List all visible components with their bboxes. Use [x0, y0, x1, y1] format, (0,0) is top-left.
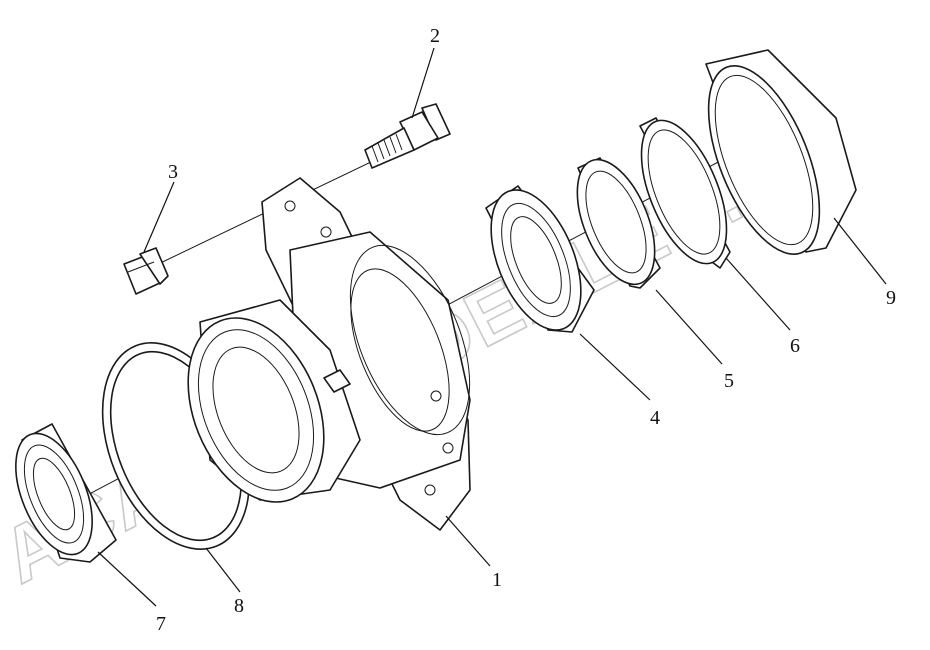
- leader-8: [205, 547, 241, 593]
- part-outer-seal: [15, 423, 117, 563]
- part-wheel-hub: [187, 177, 471, 531]
- part-nut: [123, 247, 169, 295]
- callout-8: 8: [234, 595, 244, 617]
- callout-9: 9: [886, 287, 896, 309]
- leader-2: [411, 47, 435, 119]
- leader-6: [725, 257, 791, 331]
- leader-7: [97, 551, 157, 607]
- leader-9: [833, 217, 887, 285]
- callout-1: 1: [492, 569, 502, 591]
- part-wheel-bolt: [364, 103, 451, 169]
- callout-6: 6: [790, 335, 800, 357]
- leader-3: [143, 181, 175, 253]
- callout-7: 7: [156, 613, 166, 635]
- part-inner-bearing: [485, 185, 595, 333]
- callout-3: 3: [168, 161, 178, 183]
- callout-2: 2: [430, 25, 440, 47]
- leader-5: [655, 289, 723, 365]
- leader-1: [445, 515, 491, 567]
- part-spacer-ring: [576, 157, 661, 289]
- callout-labels: 1 2 3 4 5 6 7 8 9: [156, 25, 896, 635]
- callout-5: 5: [724, 370, 734, 392]
- leader-lines: [97, 47, 887, 607]
- leader-4: [579, 333, 651, 401]
- callout-4: 4: [650, 407, 660, 429]
- part-lock-ring: [639, 117, 731, 269]
- part-end-cover: [705, 49, 857, 255]
